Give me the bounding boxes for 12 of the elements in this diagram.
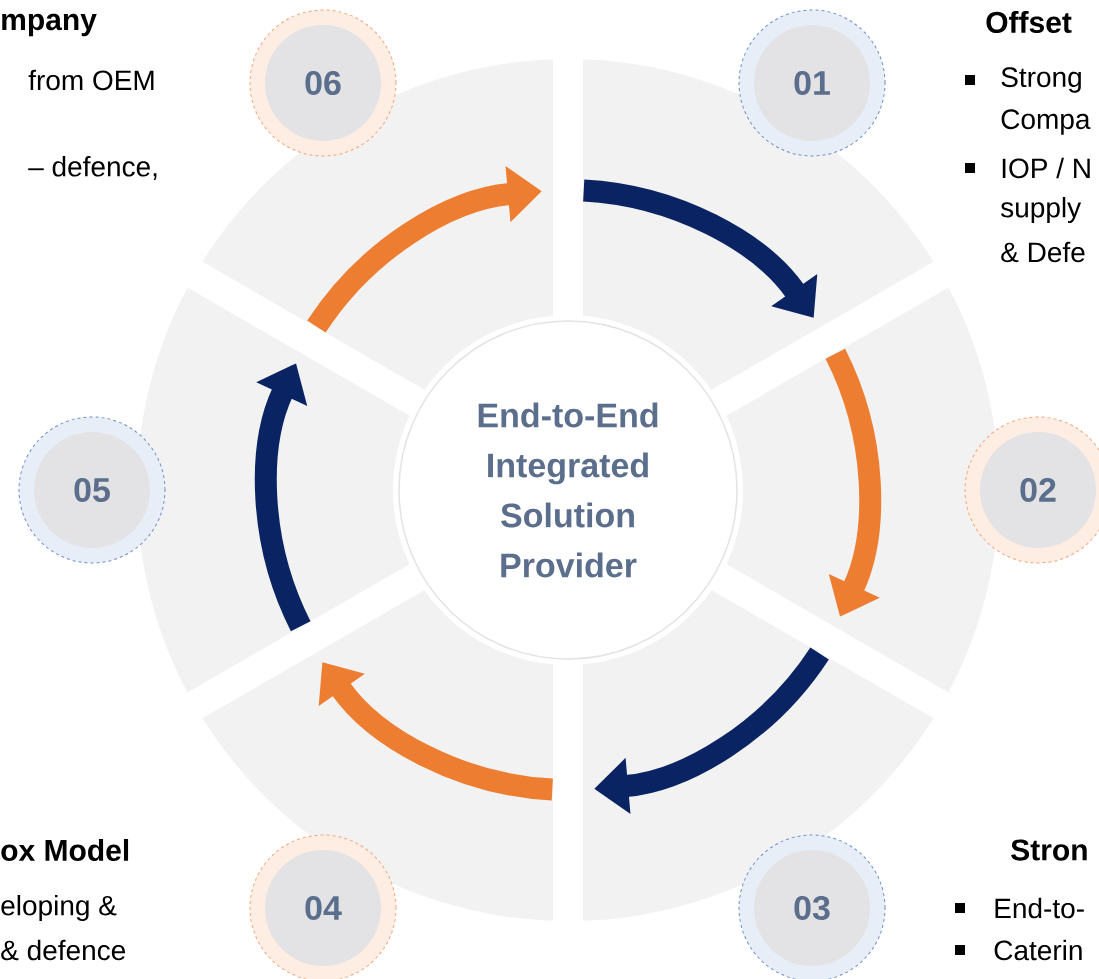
body-text: Strong xyxy=(1001,67,1081,93)
heading: ox Model xyxy=(1,839,129,862)
heading: mpany xyxy=(2,13,97,37)
body-text: Caterin xyxy=(994,939,1082,961)
heading: Stron xyxy=(1011,839,1087,861)
body-text: & Defe xyxy=(1001,241,1085,263)
body-text: eloping & xyxy=(1,894,117,922)
body-text: IOP / N xyxy=(1002,157,1090,179)
body-text: & defence xyxy=(1,939,125,961)
body-text: supply xyxy=(1001,196,1082,224)
body-text: – defence, xyxy=(28,156,157,180)
body-text: Compa xyxy=(1001,109,1091,135)
